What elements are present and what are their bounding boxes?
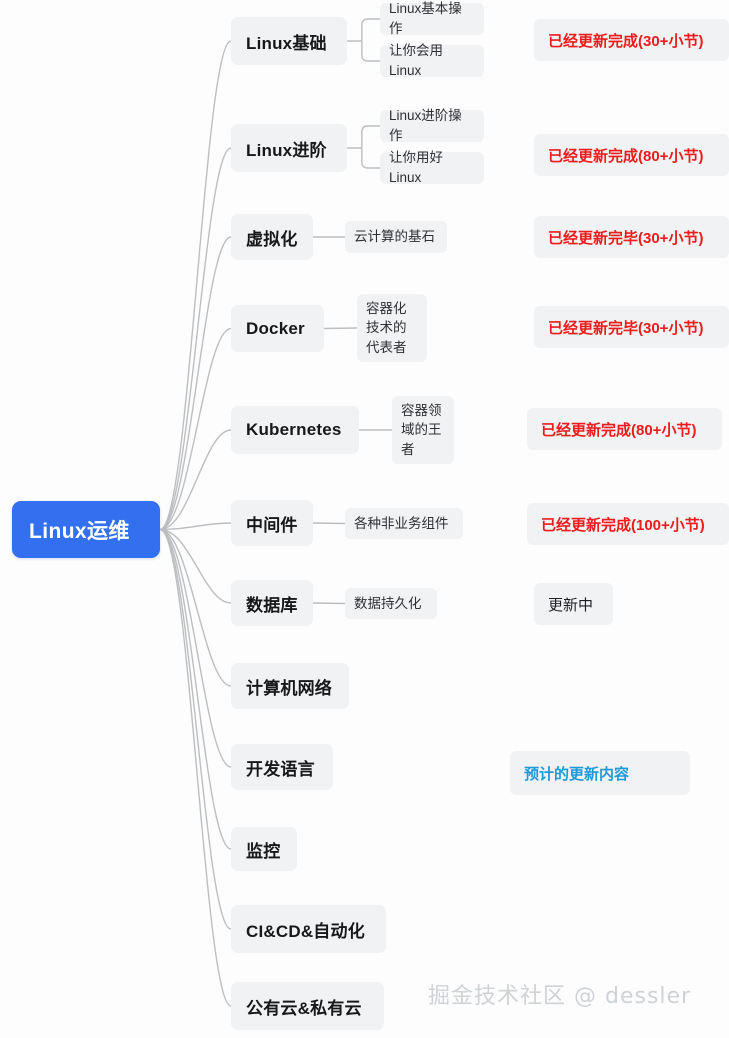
connector (159, 528, 232, 1007)
connector (159, 528, 232, 687)
leaf-node-各种非业务组件-label: 各种非业务组件 (354, 515, 449, 531)
branch-node-docker-label: Docker (246, 318, 305, 338)
connector (361, 125, 381, 133)
connector (159, 147, 232, 531)
branch-node-docker[interactable]: Docker (231, 305, 324, 352)
status-badge-数据库-label: 更新中 (548, 596, 594, 614)
connector (159, 522, 232, 531)
status-badge-数据库: 更新中 (534, 583, 613, 625)
status-badge-linux基础: 已经更新完成(30+小节) (534, 19, 729, 61)
status-badge-虚拟化: 已经更新完毕(30+小节) (534, 216, 729, 258)
branch-node-数据库[interactable]: 数据库 (231, 580, 313, 626)
branch-node-linux进阶[interactable]: Linux进阶 (231, 124, 347, 172)
leaf-node-云计算的基石-label: 云计算的基石 (354, 229, 435, 245)
status-badge-中间件: 已经更新完成(100+小节) (527, 503, 729, 545)
status-badge-中间件-label: 已经更新完成(100+小节) (541, 516, 705, 534)
leaf-node-各种非业务组件[interactable]: 各种非业务组件 (345, 508, 463, 539)
leaf-node-容器领域的王者-label: 容器领域的王者 (401, 402, 442, 457)
connector (361, 18, 381, 26)
branch-node-ci-cd-自动化-label: CI&CD&自动化 (246, 921, 365, 941)
leaf-node-数据持久化-label: 数据持久化 (354, 595, 422, 611)
watermark: 掘金技术社区 @ dessler (428, 984, 692, 1009)
connector (159, 528, 232, 850)
branch-node-虚拟化[interactable]: 虚拟化 (231, 214, 313, 260)
leaf-node-linux进阶操作-label: Linux进阶操作 (389, 108, 462, 143)
connector (159, 528, 232, 768)
connector (159, 327, 232, 531)
leaf-node-linux进阶操作[interactable]: Linux进阶操作 (380, 108, 484, 143)
status-badge-docker-label: 已经更新完毕(30+小节) (548, 319, 704, 337)
branch-node-公有云-私有云[interactable]: 公有云&私有云 (231, 982, 384, 1030)
branch-node-公有云-私有云-label: 公有云&私有云 (246, 998, 362, 1018)
leaf-node-容器领域的王者[interactable]: 容器领域的王者 (392, 396, 454, 464)
status-badge-linux进阶: 已经更新完成(80+小节) (534, 134, 729, 176)
status-badge-开发语言-label: 预计的更新内容 (524, 765, 630, 783)
branch-node-linux基础[interactable]: Linux基础 (231, 17, 347, 65)
status-badge-linux基础-label: 已经更新完成(30+小节) (548, 32, 704, 50)
status-badge-kubernetes-label: 已经更新完成(80+小节) (541, 421, 697, 439)
branch-node-kubernetes-label: Kubernetes (246, 420, 342, 439)
leaf-node-让你用好linux-label: 让你用好Linux (389, 150, 443, 185)
branch-node-计算机网络[interactable]: 计算机网络 (231, 663, 349, 709)
connector (361, 54, 381, 62)
root-node-linux运维-label: Linux运维 (29, 519, 130, 543)
status-badge-linux进阶-label: 已经更新完成(80+小节) (548, 147, 704, 165)
connector (159, 528, 232, 604)
leaf-node-云计算的基石[interactable]: 云计算的基石 (345, 221, 447, 253)
connector (361, 161, 381, 169)
branch-node-linux基础-label: Linux基础 (246, 33, 327, 53)
connector (312, 602, 346, 605)
connector (159, 236, 232, 531)
branch-node-虚拟化-label: 虚拟化 (246, 229, 298, 249)
status-badge-kubernetes: 已经更新完成(80+小节) (527, 408, 722, 450)
branch-node-ci-cd-自动化[interactable]: CI&CD&自动化 (231, 905, 386, 953)
status-badge-虚拟化-label: 已经更新完毕(30+小节) (548, 229, 704, 247)
branch-node-监控[interactable]: 监控 (231, 827, 297, 871)
branch-node-kubernetes[interactable]: Kubernetes (231, 406, 359, 454)
leaf-node-linux基本操作[interactable]: Linux基本操作 (380, 1, 484, 36)
branch-node-监控-label: 监控 (246, 841, 281, 861)
leaf-node-让你用好linux[interactable]: 让你用好Linux (380, 150, 484, 185)
connector (159, 40, 232, 531)
branch-node-中间件-label: 中间件 (246, 515, 298, 535)
branch-node-计算机网络-label: 计算机网络 (246, 678, 332, 698)
leaf-node-容器化技术的代表者-label: 容器化技术的代表者 (366, 300, 407, 355)
status-badge-开发语言: 预计的更新内容 (510, 751, 690, 795)
root-node-linux运维[interactable]: Linux运维 (12, 501, 160, 558)
branch-node-linux进阶-label: Linux进阶 (246, 140, 327, 160)
leaf-node-让你会用linux[interactable]: 让你会用Linux (380, 43, 484, 78)
leaf-node-数据持久化[interactable]: 数据持久化 (345, 588, 437, 619)
branch-node-开发语言-label: 开发语言 (246, 759, 315, 779)
connector (159, 429, 232, 531)
branch-node-开发语言[interactable]: 开发语言 (231, 744, 333, 790)
branch-node-数据库-label: 数据库 (246, 595, 298, 615)
branch-node-中间件[interactable]: 中间件 (231, 500, 313, 546)
leaf-node-让你会用linux-label: 让你会用Linux (389, 43, 443, 78)
leaf-node-linux基本操作-label: Linux基本操作 (389, 1, 462, 36)
connector (312, 522, 346, 525)
status-badge-docker: 已经更新完毕(30+小节) (534, 306, 729, 348)
connector (323, 327, 358, 330)
connector (159, 528, 232, 930)
leaf-node-容器化技术的代表者[interactable]: 容器化技术的代表者 (357, 294, 427, 362)
